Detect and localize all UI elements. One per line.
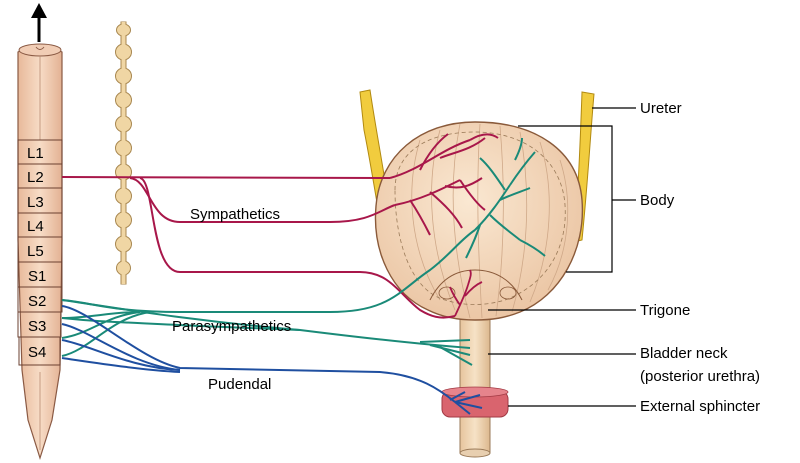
external-sphincter xyxy=(441,386,509,418)
segment-label-s4: S4 xyxy=(28,344,46,361)
segment-label-l5: L5 xyxy=(27,243,44,260)
callout-leaders xyxy=(488,107,636,407)
ascending-arrow xyxy=(31,3,47,42)
sympathetics-label: Sympathetics xyxy=(190,206,280,223)
sympathetic-chain xyxy=(115,21,132,285)
pudendal-label: Pudendal xyxy=(208,376,271,393)
segment-label-l4: L4 xyxy=(27,218,44,235)
bladder-neck-label: Bladder neck xyxy=(640,345,728,362)
parasympathetic-nerves xyxy=(61,137,546,366)
sympathetic-nerves xyxy=(61,133,499,319)
trigone-sympathetic-branches xyxy=(449,269,483,317)
external-sphincter-label: External sphincter xyxy=(640,398,760,415)
body-label: Body xyxy=(640,192,675,209)
pudendal-nerves xyxy=(61,305,483,415)
parasympathetics-label: Parasympathetics xyxy=(172,318,291,335)
spinal-cord xyxy=(17,43,63,460)
ureter-label: Ureter xyxy=(640,100,682,117)
segment-label-s2: S2 xyxy=(28,293,46,310)
segment-label-s3: S3 xyxy=(28,318,46,335)
spinal-segments: L1 L2 L3 L4 L5 S1 S2 S3 S4 xyxy=(17,139,63,366)
bladder xyxy=(374,121,584,321)
segment-label-s1: S1 xyxy=(28,268,46,285)
segment-label-l2: L2 xyxy=(27,169,44,186)
trigone-label: Trigone xyxy=(640,302,690,319)
segment-label-l3: L3 xyxy=(27,194,44,211)
segment-label-l1: L1 xyxy=(27,145,44,162)
posterior-urethra-label: (posterior urethra) xyxy=(640,368,760,385)
